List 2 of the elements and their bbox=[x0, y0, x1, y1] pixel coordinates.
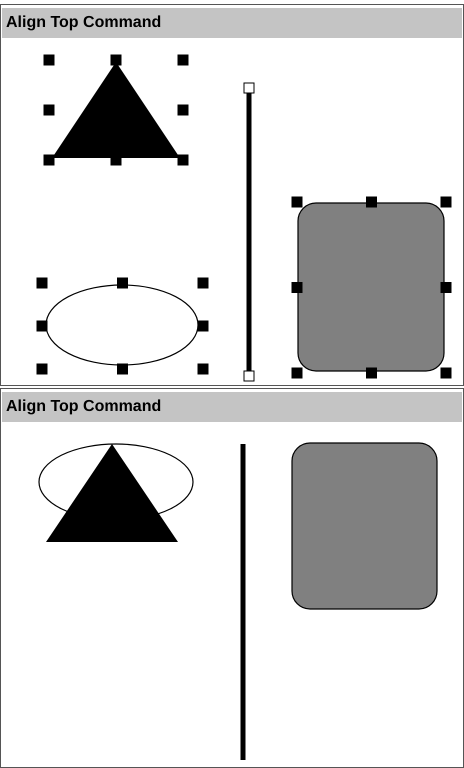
title-bar: Align Top Command bbox=[2, 8, 462, 38]
title-bar: Align Top Command bbox=[2, 392, 462, 422]
